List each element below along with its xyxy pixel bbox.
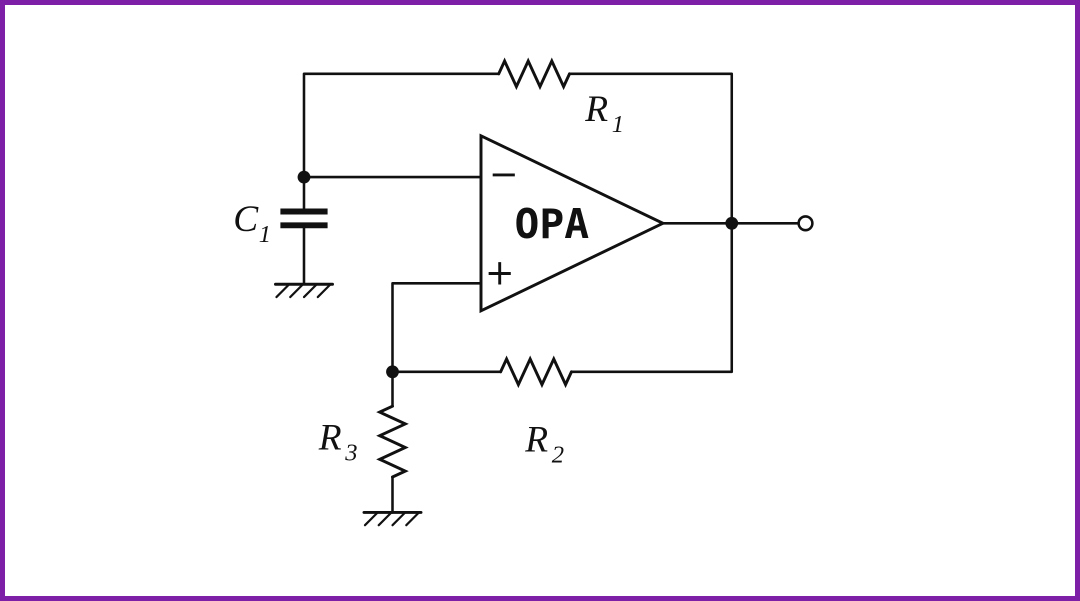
feedback-branch-r2 (391, 222, 734, 389)
junction-dot-output (725, 216, 739, 230)
label-c1: C 1 (233, 199, 271, 248)
label-r1-sub: 1 (612, 111, 624, 138)
label-r3-base: R (318, 417, 342, 458)
ground-hatch (377, 511, 393, 527)
ground-symbol-r3 (362, 510, 423, 527)
label-r3-sub: 3 (344, 439, 357, 466)
opamp-triangle (479, 133, 667, 314)
capacitor-c1-branch (274, 175, 334, 299)
ground-hatch (363, 511, 379, 527)
label-r3: R 3 (318, 417, 358, 466)
resistor-r3-branch (362, 370, 423, 527)
junction-dot-inverting (297, 170, 311, 184)
circuit-canvas: OPA − + R 1 C 1 R 3 R 2 (233, 57, 814, 527)
wire-top-to-output (568, 72, 734, 225)
label-r2: R 2 (524, 419, 564, 468)
ground-hatch (391, 511, 407, 527)
output-terminal-circle (797, 215, 814, 232)
ground-hatch (275, 283, 291, 299)
wire-noninverting-input (391, 282, 483, 374)
label-r2-sub: 2 (552, 441, 564, 468)
ground-hatch (405, 511, 421, 527)
label-c1-sub: 1 (259, 221, 271, 248)
junction-dot-noninverting (386, 365, 399, 379)
label-r1-base: R (584, 89, 608, 130)
resistor-r2-symbol (499, 355, 573, 389)
wire-output-to-bottom (570, 222, 734, 374)
feedback-branch-r1 (302, 57, 734, 225)
label-r1: R 1 (584, 89, 624, 138)
wire-inverting-to-top (302, 72, 500, 179)
noninverting-input-sign: + (485, 252, 515, 293)
opamp-label: OPA (515, 200, 590, 248)
label-c1-base: C (233, 199, 259, 240)
resistor-r1-symbol (497, 57, 571, 91)
inverting-input-sign: − (489, 154, 519, 195)
ground-hatch (289, 283, 305, 299)
ground-hatch (316, 283, 332, 299)
ground-hatch (302, 283, 318, 299)
resistor-r3-symbol (376, 404, 409, 479)
label-r2-base: R (524, 419, 548, 460)
opamp: OPA − + (479, 133, 667, 314)
ground-symbol-c1 (274, 282, 334, 299)
